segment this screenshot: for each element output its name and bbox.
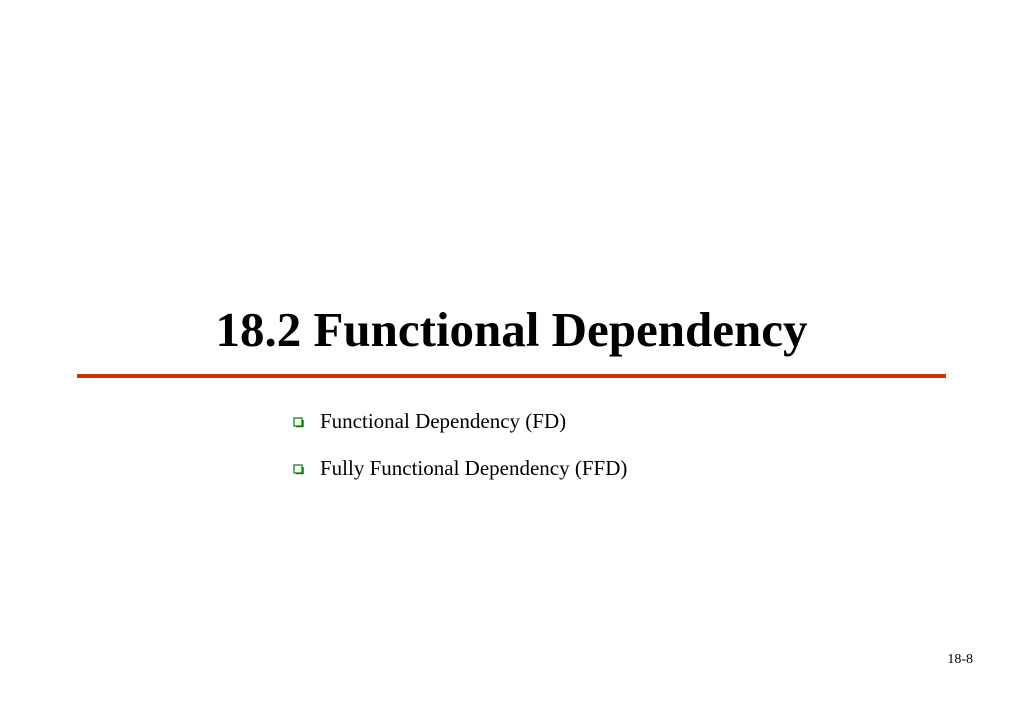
- slide-title: 18.2 Functional Dependency: [215, 302, 808, 357]
- page-number: 18-8: [947, 652, 973, 667]
- bullet-list: Functional Dependency (FD) Fully Functio…: [292, 404, 627, 498]
- bullet-text: Functional Dependency (FD): [320, 409, 567, 433]
- bullet-text: Fully Functional Dependency (FFD): [320, 456, 628, 480]
- hollow-square-bullet-icon: [292, 416, 304, 428]
- hollow-square-bullet-icon: [292, 463, 304, 475]
- title-divider: [77, 374, 946, 378]
- list-item: Functional Dependency (FD): [292, 404, 627, 439]
- list-item: Fully Functional Dependency (FFD): [292, 451, 627, 486]
